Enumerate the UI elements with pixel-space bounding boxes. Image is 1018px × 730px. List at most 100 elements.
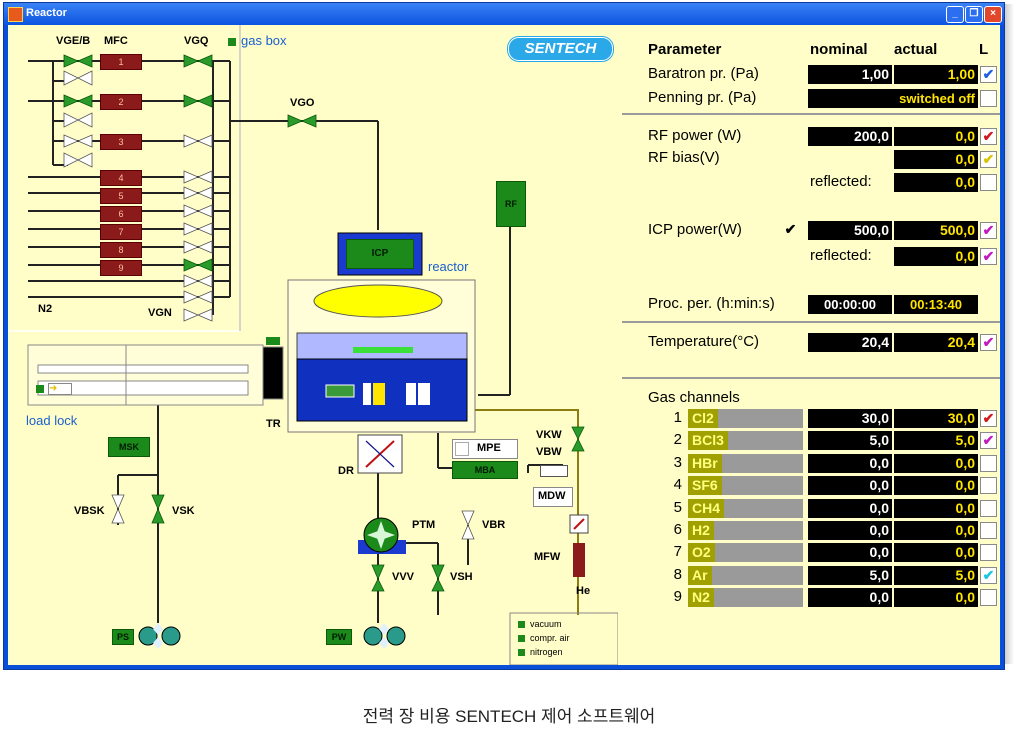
gas-channel-name-field[interactable]: H2: [688, 521, 803, 540]
gas-channel-name-field[interactable]: SF6: [688, 476, 803, 495]
vsh-label: VSH: [450, 571, 473, 583]
ps-pump[interactable]: PS: [112, 629, 134, 645]
legend-nitrogen-swatch: [518, 649, 525, 656]
gas-channel-checkbox[interactable]: [980, 500, 997, 517]
gas-channel-checkbox[interactable]: [980, 544, 997, 561]
rf-reflected-checkbox[interactable]: [980, 174, 997, 191]
gas-channel-nominal[interactable]: 0,0: [808, 588, 892, 607]
gas-channel-nominal[interactable]: 0,0: [808, 499, 892, 518]
gas-channel-nominal[interactable]: 5,0: [808, 566, 892, 585]
mfc-4[interactable]: 4: [100, 170, 142, 186]
icp-power-checkbox[interactable]: ✔: [980, 222, 997, 239]
rf-bias-checkbox[interactable]: ✔: [980, 151, 997, 168]
gas-channel-nominal[interactable]: 0,0: [808, 543, 892, 562]
baratron-nominal[interactable]: 1,00: [808, 65, 892, 84]
pw-pump[interactable]: PW: [326, 629, 352, 645]
gas-channel-name: HBr: [688, 454, 722, 473]
gas-channel-checkbox[interactable]: [980, 589, 997, 606]
icp-power-label: ICP power(W): [648, 221, 742, 238]
gas-channel-checkbox[interactable]: [980, 477, 997, 494]
rf-power-actual: 0,0: [894, 127, 978, 146]
rf-reflected-actual: 0,0: [894, 173, 978, 192]
dr-label: DR: [338, 465, 354, 477]
mfc-7[interactable]: 7: [100, 224, 142, 240]
legend-nitrogen: nitrogen: [530, 647, 563, 657]
mfc-3[interactable]: 3: [100, 134, 142, 150]
icp-power-nominal[interactable]: 500,0: [808, 221, 892, 240]
minimize-icon[interactable]: _: [946, 6, 964, 23]
gas-channel-nominal[interactable]: 30,0: [808, 409, 892, 428]
close-icon[interactable]: ×: [984, 6, 1002, 23]
gas-channel-checkbox[interactable]: ✔: [980, 567, 997, 584]
diagram-lines: [8, 25, 618, 665]
icp-reflected-checkbox[interactable]: ✔: [980, 248, 997, 265]
gas-channel-nominal[interactable]: 0,0: [808, 521, 892, 540]
separator-1: [622, 113, 1000, 115]
mba-gauge[interactable]: MBA: [452, 461, 518, 479]
mfc-2[interactable]: 2: [100, 94, 142, 110]
gas-channel-name: BCl3: [688, 431, 728, 450]
gas-channel-checkbox[interactable]: [980, 455, 997, 472]
vgo-label: VGO: [290, 97, 315, 109]
mpe-gauge[interactable]: MPE: [452, 439, 518, 459]
mfc-1[interactable]: 1: [100, 54, 142, 70]
vgq-label: VGQ: [184, 35, 209, 47]
rf-power-checkbox[interactable]: ✔: [980, 128, 997, 145]
rf-generator[interactable]: RF: [496, 181, 526, 227]
gas-channel-nominal[interactable]: 0,0: [808, 454, 892, 473]
gas-channel-name: Ar: [688, 566, 712, 585]
gas-channel-checkbox[interactable]: ✔: [980, 410, 997, 427]
gas-channel-actual: 5,0: [894, 431, 978, 450]
mfc-5[interactable]: 5: [100, 188, 142, 204]
gas-channel-name-field[interactable]: N2: [688, 588, 803, 607]
gas-channel-name-field[interactable]: Ar: [688, 566, 803, 585]
temperature-nominal[interactable]: 20,4: [808, 333, 892, 352]
gas-channel-actual: 5,0: [894, 566, 978, 585]
temperature-checkbox[interactable]: ✔: [980, 334, 997, 351]
gas-channel-actual: 0,0: [894, 543, 978, 562]
legend-vacuum: vacuum: [530, 619, 562, 629]
gas-channel-name-field[interactable]: CH4: [688, 499, 803, 518]
baratron-checkbox[interactable]: ✔: [980, 66, 997, 83]
gas-channel-checkbox[interactable]: ✔: [980, 432, 997, 449]
gas-channel-name-field[interactable]: HBr: [688, 454, 803, 473]
mfc-8[interactable]: 8: [100, 242, 142, 258]
he-label: He: [576, 585, 591, 597]
penning-status: switched off: [808, 89, 978, 108]
gas-channel-number: 4: [673, 476, 682, 493]
gas-channel-name-field[interactable]: BCl3: [688, 431, 803, 450]
penning-checkbox[interactable]: [980, 90, 997, 107]
temperature-label: Temperature(°C): [648, 333, 760, 350]
gas-channel-number: 7: [673, 543, 682, 560]
icp-enable-checkbox[interactable]: ✔: [782, 222, 799, 239]
gas-channel-actual: 0,0: [894, 588, 978, 607]
gas-channel-name-field[interactable]: Cl2: [688, 409, 803, 428]
vbw-valve[interactable]: [540, 465, 568, 477]
mfc-6[interactable]: 6: [100, 206, 142, 222]
gas-channel-nominal[interactable]: 0,0: [808, 476, 892, 495]
mdw-gauge[interactable]: MDW: [533, 487, 573, 507]
gas-channel-number: 8: [673, 566, 682, 583]
icp-reflected-actual: 0,0: [894, 247, 978, 266]
vbr-label: VBR: [482, 519, 506, 531]
penning-label: Penning pr. (Pa): [648, 89, 757, 106]
mfc-9[interactable]: 9: [100, 260, 142, 276]
gas-channel-nominal[interactable]: 5,0: [808, 431, 892, 450]
proc-period-nominal[interactable]: 00:00:00: [808, 295, 892, 314]
gas-channel-checkbox[interactable]: [980, 522, 997, 539]
rf-power-nominal[interactable]: 200,0: [808, 127, 892, 146]
sentech-logo: SENTECH: [508, 37, 613, 61]
restore-icon[interactable]: ❐: [965, 6, 983, 23]
vkw-label: VKW: [536, 429, 562, 441]
title-bar[interactable]: Reactor _ ❐ ×: [4, 3, 1004, 25]
gas-channel-name-field[interactable]: O2: [688, 543, 803, 562]
gas-channel-number: 1: [673, 409, 682, 426]
icp-source[interactable]: ICP: [346, 239, 414, 269]
msk-gauge[interactable]: MSK: [108, 437, 150, 457]
gas-channel-name: Cl2: [688, 409, 718, 428]
mfw-label: MFW: [534, 551, 561, 563]
